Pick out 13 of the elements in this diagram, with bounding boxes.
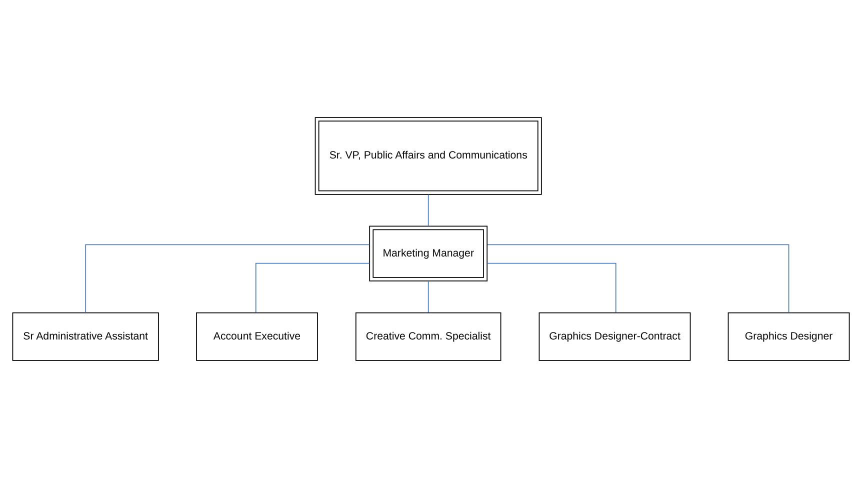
node-box: Graphics Designer-Contract xyxy=(538,312,691,360)
node-box: Sr. VP, Public Affairs and Communications xyxy=(314,116,542,194)
node-box: Creative Comm. Specialist xyxy=(355,312,502,360)
connector xyxy=(85,244,370,313)
connector xyxy=(428,194,429,226)
connector xyxy=(428,280,429,313)
connector xyxy=(487,244,790,313)
node-box: Graphics Designer xyxy=(728,312,850,360)
node-box: Account Executive xyxy=(196,312,318,360)
node-box: Marketing Manager xyxy=(369,225,488,281)
connector xyxy=(255,262,370,313)
node-box: Sr Administrative Assistant xyxy=(12,312,159,360)
connector xyxy=(486,262,616,313)
